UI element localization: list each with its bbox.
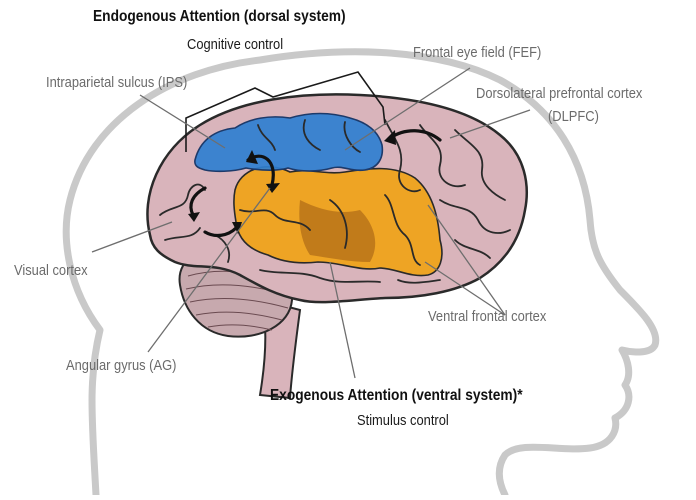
- ventral-frontal-cortex-label: Ventral frontal cortex: [428, 308, 546, 325]
- angular-gyrus-label: Angular gyrus (AG): [66, 357, 176, 374]
- endogenous-title: Endogenous Attention (dorsal system): [93, 8, 346, 26]
- exogenous-title: Exogenous Attention (ventral system)*: [270, 387, 523, 405]
- stimulus-control-label: Stimulus control: [357, 412, 449, 429]
- dlpfc-label-line1: Dorsolateral prefrontal cortex: [476, 85, 642, 102]
- visual-cortex-label: Visual cortex: [14, 262, 88, 279]
- dlpfc-label-line2: (DLPFC): [548, 108, 599, 125]
- cognitive-control-label: Cognitive control: [187, 36, 283, 53]
- ips-label: Intraparietal sulcus (IPS): [46, 74, 187, 91]
- fef-label: Frontal eye field (FEF): [413, 44, 541, 61]
